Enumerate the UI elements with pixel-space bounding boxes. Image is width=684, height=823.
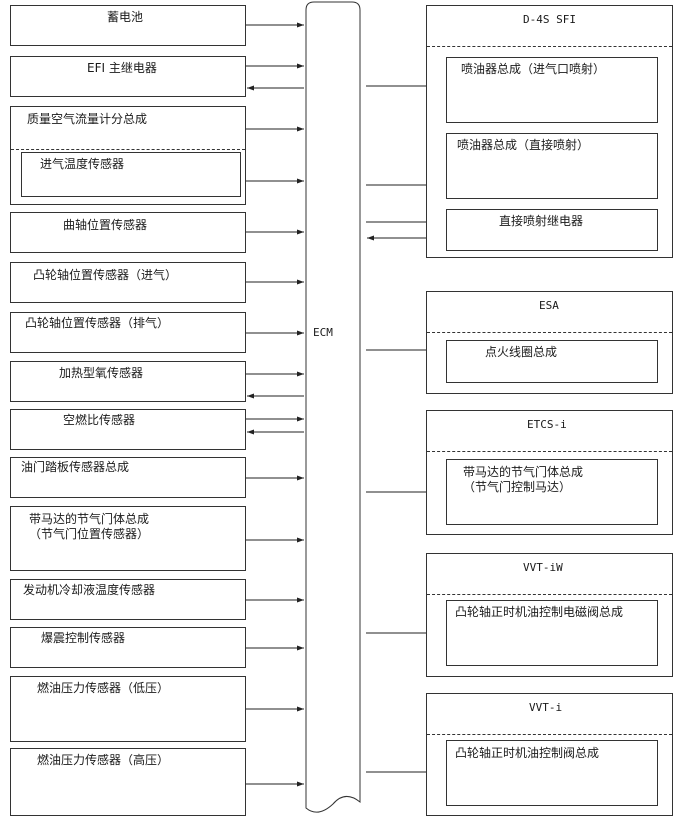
coolant-temp-box: 发动机冷却液温度传感器 — [10, 579, 246, 620]
maf-box: 质量空气流量计分总成 进气温度传感器 — [10, 106, 246, 205]
direct-injector-box: 喷油器总成（直接喷射） — [446, 133, 658, 199]
cam-intake-label: 凸轮轴位置传感器（进气） — [33, 268, 178, 282]
cam-exhaust-box: 凸轮轴位置传感器（排气） — [10, 312, 246, 353]
knock-label: 爆震控制传感器 — [41, 631, 126, 645]
crank-pos-box: 曲轴位置传感器 — [10, 212, 246, 253]
battery-label: 蓄电池 — [107, 10, 144, 24]
intake-temp-label: 进气温度传感器 — [40, 157, 125, 171]
ecm-label: ECM — [313, 326, 333, 339]
vvt-iw-title: VVT-iW — [523, 561, 563, 574]
vvt-i-group: VVT-i 凸轮轴正时机油控制阀总成 — [426, 693, 673, 816]
efi-relay-label: EFI 主继电器 — [87, 61, 157, 75]
vvt-i-title: VVT-i — [529, 701, 563, 714]
esa-divider — [427, 332, 672, 333]
accel-pedal-box: 油门踏板传感器总成 — [10, 457, 246, 498]
intake-temp-box: 进气温度传感器 — [21, 152, 241, 197]
knock-box: 爆震控制传感器 — [10, 627, 246, 668]
efi-relay-box: EFI 主继电器 — [10, 56, 246, 97]
vvt-i-ocv-label: 凸轮轴正时机油控制阀总成 — [455, 746, 600, 760]
direct-relay-box: 直接喷射继电器 — [446, 209, 658, 251]
throttle-motor-box: 带马达的节气门体总成 （节气门控制马达） — [446, 459, 658, 525]
accel-pedal-label: 油门踏板传感器总成 — [21, 460, 130, 474]
vvt-i-ocv-box: 凸轮轴正时机油控制阀总成 — [446, 740, 658, 806]
port-injector-label: 喷油器总成（进气口喷射） — [461, 62, 606, 76]
throttle-pos-label: 带马达的节气门体总成 （节气门位置传感器） — [29, 512, 150, 541]
af-sensor-label: 空燃比传感器 — [63, 413, 136, 427]
fuel-low-box: 燃油压力传感器（低压） — [10, 676, 246, 742]
etcs-group: ETCS-i 带马达的节气门体总成 （节气门控制马达） — [426, 410, 673, 535]
maf-label: 质量空气流量计分总成 — [27, 112, 148, 126]
vvt-i-divider — [427, 734, 672, 735]
vvt-iw-ocv-box: 凸轮轴正时机油控制电磁阀总成 — [446, 600, 658, 666]
direct-relay-label: 直接喷射继电器 — [499, 214, 584, 228]
esa-title: ESA — [539, 299, 559, 312]
etcs-divider — [427, 451, 672, 452]
coolant-temp-label: 发动机冷却液温度传感器 — [23, 583, 156, 597]
heated-o2-label: 加热型氧传感器 — [59, 366, 144, 380]
crank-pos-label: 曲轴位置传感器 — [63, 218, 148, 232]
throttle-pos-box: 带马达的节气门体总成 （节气门位置传感器） — [10, 506, 246, 571]
cam-intake-box: 凸轮轴位置传感器（进气） — [10, 262, 246, 303]
port-injector-box: 喷油器总成（进气口喷射） — [446, 57, 658, 123]
d4s-title: D-4S SFI — [523, 13, 576, 26]
ignition-coil-label: 点火线圈总成 — [485, 345, 558, 359]
throttle-motor-label: 带马达的节气门体总成 （节气门控制马达） — [463, 465, 584, 494]
esa-group: ESA 点火线圈总成 — [426, 291, 673, 394]
etcs-title: ETCS-i — [527, 418, 567, 431]
vvt-iw-group: VVT-iW 凸轮轴正时机油控制电磁阀总成 — [426, 553, 673, 677]
ignition-coil-box: 点火线圈总成 — [446, 340, 658, 383]
direct-injector-label: 喷油器总成（直接喷射） — [457, 138, 590, 152]
d4s-divider — [427, 46, 672, 47]
heated-o2-box: 加热型氧传感器 — [10, 361, 246, 402]
maf-divider — [11, 149, 245, 150]
vvt-iw-divider — [427, 594, 672, 595]
fuel-high-box: 燃油压力传感器（高压） — [10, 748, 246, 816]
vvt-iw-ocv-label: 凸轮轴正时机油控制电磁阀总成 — [455, 605, 624, 619]
fuel-high-label: 燃油压力传感器（高压） — [37, 753, 170, 767]
d4s-group: D-4S SFI 喷油器总成（进气口喷射） 喷油器总成（直接喷射） 直接喷射继电… — [426, 5, 673, 258]
fuel-low-label: 燃油压力传感器（低压） — [37, 681, 170, 695]
af-sensor-box: 空燃比传感器 — [10, 409, 246, 450]
ecm-bus — [305, 1, 361, 813]
cam-exhaust-label: 凸轮轴位置传感器（排气） — [25, 316, 170, 330]
battery-box: 蓄电池 — [10, 5, 246, 46]
